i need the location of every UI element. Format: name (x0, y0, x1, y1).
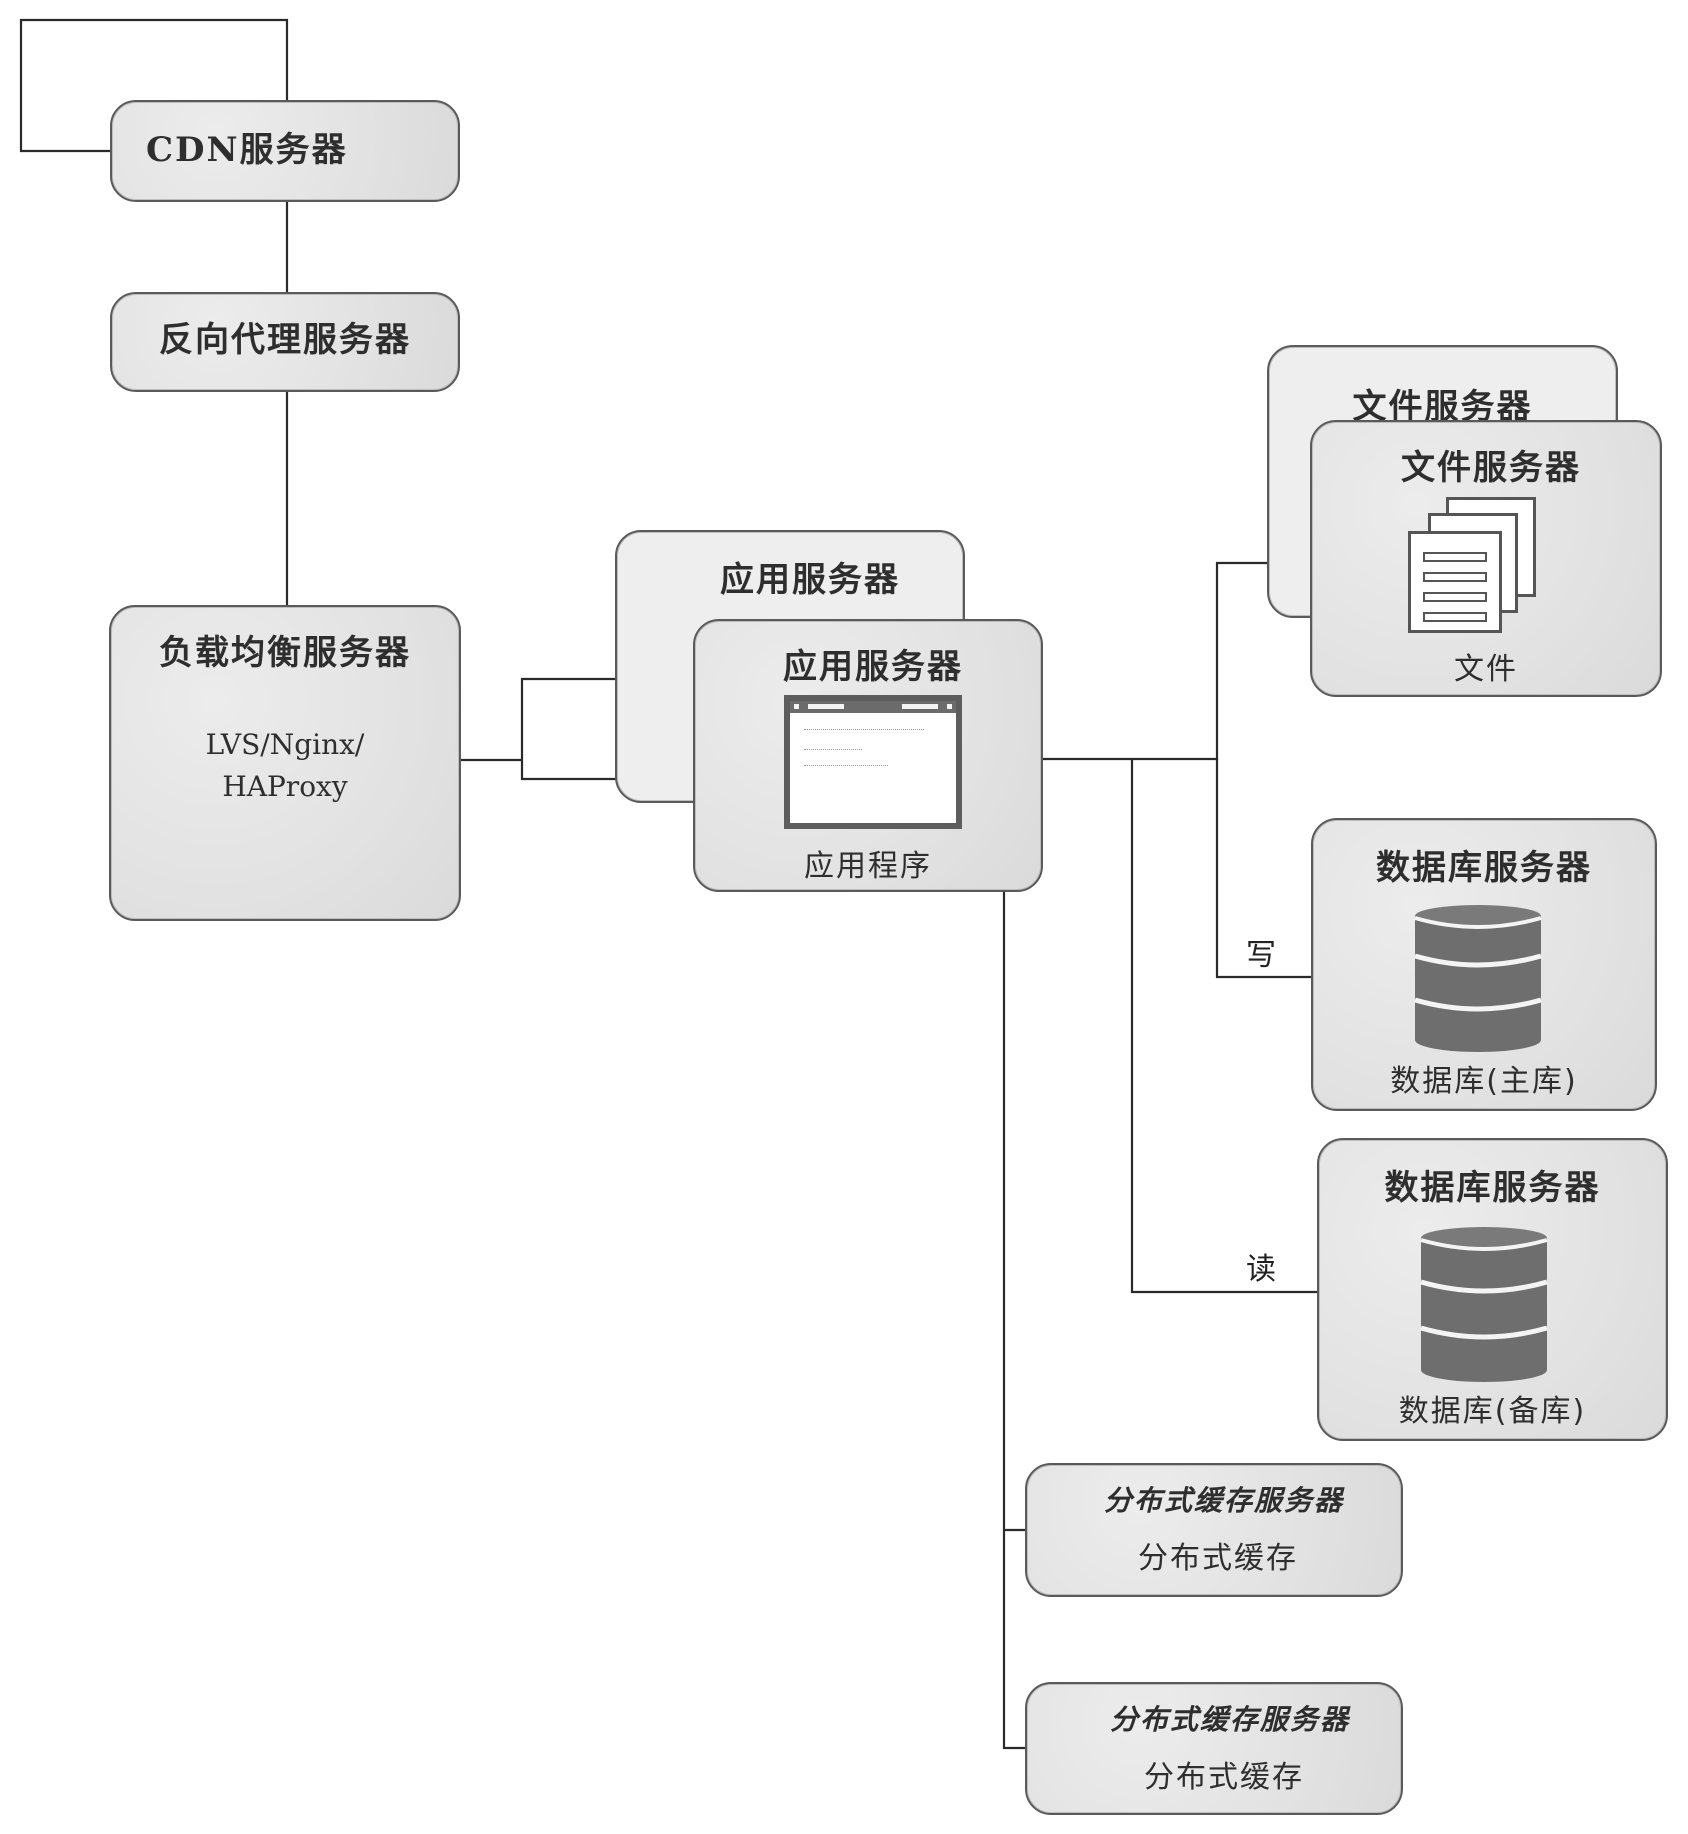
db-slave-caption: 数据库(备库) (1398, 1394, 1587, 1429)
lb-to-app-back-connector (520, 677, 693, 781)
app-server-front-title: 应用服务器 (783, 647, 963, 687)
file-server-front-node[interactable]: 文件服务器 文件 (1310, 420, 1662, 697)
load-balancer-detail-line1: LVS/Nginx/ (205, 728, 365, 761)
cache-server-1-caption: 分布式缓存 (1138, 1541, 1298, 1576)
db-master-node[interactable]: 数据库服务器 数据库(主库) (1311, 818, 1657, 1111)
cdn-server-title: CDN服务器 (146, 130, 348, 170)
app-to-cache-connector (1002, 759, 1025, 1750)
write-edge-label: 写 (1246, 938, 1276, 973)
app-to-file-connector (960, 561, 1310, 761)
app-server-caption: 应用程序 (804, 849, 932, 884)
reverse-proxy-node[interactable]: 反向代理服务器 (110, 292, 460, 392)
database-icon (1420, 1227, 1548, 1382)
reverse-proxy-title: 反向代理服务器 (159, 320, 411, 360)
load-balancer-title: 负载均衡服务器 (159, 633, 411, 673)
read-edge-label: 读 (1246, 1252, 1276, 1287)
cache-server-1-title: 分布式缓存服务器 (1103, 1484, 1344, 1517)
db-slave-node[interactable]: 数据库服务器 数据库(备库) (1317, 1138, 1668, 1441)
app-server-front-node[interactable]: 应用服务器 应用程序 (693, 619, 1043, 892)
file-server-caption: 文件 (1454, 652, 1518, 687)
db-slave-title: 数据库服务器 (1384, 1168, 1601, 1208)
cache-server-2-node[interactable]: 分布式缓存服务器 分布式缓存 (1025, 1682, 1403, 1815)
application-window-icon (784, 695, 962, 829)
app-server-back-title: 应用服务器 (720, 560, 900, 600)
cdn-server-node[interactable]: CDN服务器 (110, 100, 460, 202)
cache-server-2-caption: 分布式缓存 (1144, 1760, 1304, 1795)
cache-server-1-node[interactable]: 分布式缓存服务器 分布式缓存 (1025, 1463, 1403, 1597)
db-master-title: 数据库服务器 (1376, 848, 1592, 888)
load-balancer-node[interactable]: 负载均衡服务器 LVS/Nginx/ HAProxy (109, 605, 461, 921)
file-server-front-title: 文件服务器 (1401, 448, 1581, 488)
cache-server-2-title: 分布式缓存服务器 (1109, 1703, 1350, 1736)
load-balancer-detail-line2: HAProxy (222, 770, 348, 803)
db-master-caption: 数据库(主库) (1390, 1064, 1578, 1099)
database-icon (1414, 905, 1542, 1052)
documents-icon (1406, 497, 1546, 637)
app-to-db-slave-connector (1130, 759, 1317, 1294)
cdn-loop-connector (19, 18, 289, 153)
